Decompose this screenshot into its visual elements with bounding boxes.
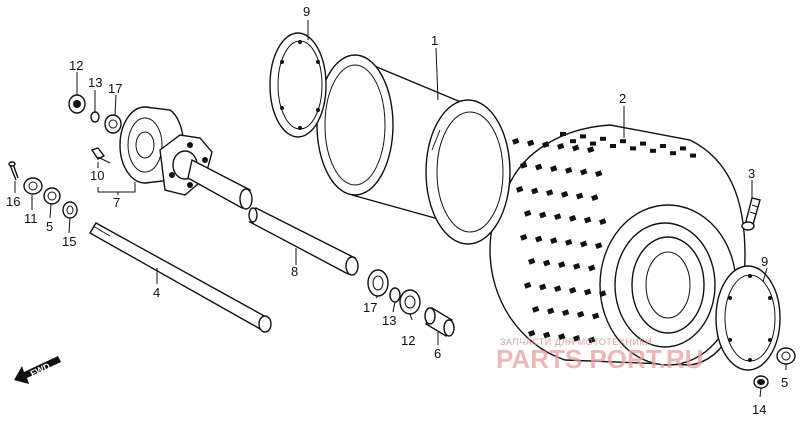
forward-direction-indicator: FWD [14, 356, 61, 384]
seal-right [389, 287, 401, 303]
label-part-1: 1 [431, 33, 438, 48]
part-number-labels: 1 2 3 9 9 4 8 6 12 13 17 5 14 12 13 17 1… [6, 4, 788, 417]
label-part-2: 2 [619, 91, 626, 106]
axle-collar [248, 207, 359, 276]
label-part-7: 7 [113, 195, 120, 210]
tire-tread-pattern [512, 132, 696, 344]
bearing-right [367, 269, 389, 297]
wheel-rim [316, 54, 511, 245]
valve-stem [741, 197, 761, 231]
nut-12-left [68, 94, 86, 114]
cap-nut-14 [753, 375, 769, 389]
cotter-pin-16 [8, 161, 19, 181]
wheel-cover-plate-lower [715, 265, 781, 371]
label-part-14: 14 [752, 402, 766, 417]
stud-bolt [90, 147, 111, 164]
watermark: ЗАПЧАСТИ ДЛЯ МОТОТЕХНИКИ PARTS PORT.RU [496, 337, 704, 374]
label-part-10: 10 [90, 168, 104, 183]
spacer-collar-6 [424, 306, 455, 338]
label-part-17-right: 17 [363, 300, 377, 315]
label-part-11: 11 [24, 211, 38, 226]
label-part-6: 6 [434, 346, 441, 361]
label-part-15: 15 [62, 234, 76, 249]
watermark-line-1: ЗАПЧАСТИ ДЛЯ МОТОТЕХНИКИ [500, 337, 652, 347]
washer-5-left [43, 187, 61, 205]
lock-nut-right [776, 347, 796, 365]
label-part-9-lower: 9 [761, 254, 768, 269]
label-part-13-right: 13 [382, 313, 396, 328]
wheel-cover-plate-upper [269, 32, 327, 138]
label-part-4: 4 [153, 285, 160, 300]
label-part-5-left: 5 [46, 219, 53, 234]
watermark-line-2: PARTS PORT.RU [496, 344, 704, 374]
label-part-3: 3 [748, 166, 755, 181]
label-part-12-left: 12 [69, 58, 83, 73]
fwd-arrow-icon [14, 356, 61, 384]
bearing-17-left [104, 114, 122, 134]
label-part-12-right: 12 [401, 333, 415, 348]
label-part-5-right: 5 [781, 375, 788, 390]
seal-13-left [90, 111, 100, 123]
label-part-8: 8 [291, 264, 298, 279]
washer-15 [62, 201, 78, 219]
hub-assembly [119, 106, 253, 210]
label-part-16: 16 [6, 194, 20, 209]
castle-nut-11 [23, 177, 43, 195]
tire [489, 124, 746, 366]
leader-lines [14, 20, 787, 398]
label-part-17-left: 17 [108, 81, 122, 96]
label-part-13-left: 13 [88, 75, 102, 90]
rear-axle [89, 222, 272, 333]
nut-right [399, 289, 421, 315]
label-part-9-upper: 9 [303, 4, 310, 19]
